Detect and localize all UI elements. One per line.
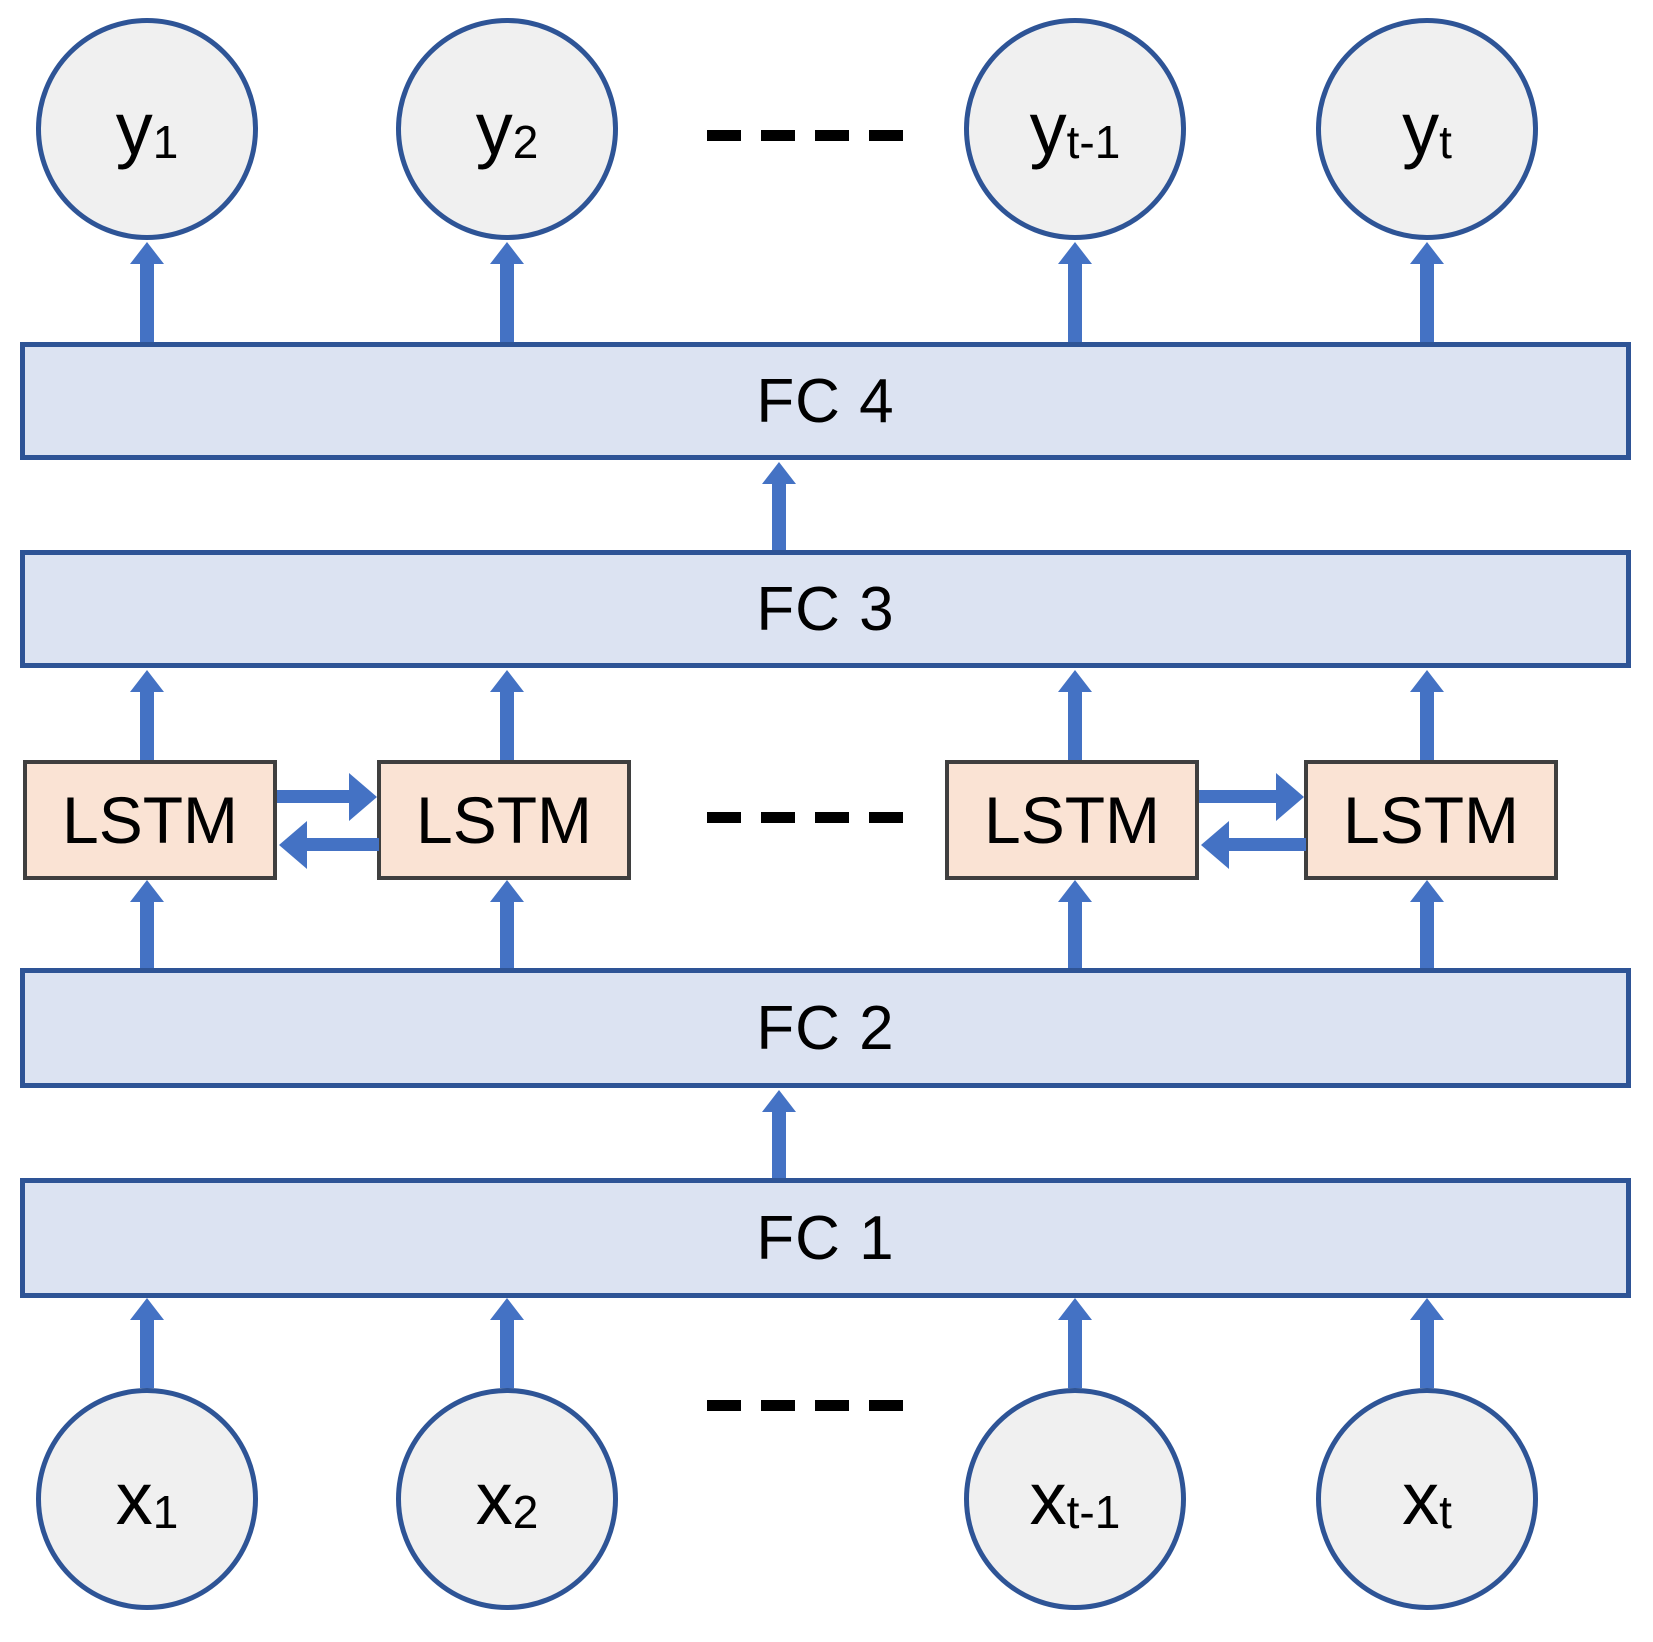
node-subscript: 1 — [152, 1486, 179, 1538]
arrow-lstm2-to-lstm1 — [305, 838, 379, 851]
node-base: y — [1029, 87, 1067, 170]
arrow-fc2-to-lstm4 — [1420, 900, 1434, 968]
node-subscript: 2 — [512, 116, 539, 168]
arrow-xt-to-fc1 — [1420, 1318, 1434, 1388]
arrow-x2-to-fc1 — [500, 1318, 514, 1388]
node-base: x — [1402, 1457, 1440, 1540]
input-row-ellipsis — [707, 1400, 903, 1411]
node-subscript: t-1 — [1066, 116, 1121, 168]
node-subscript: 2 — [512, 1486, 539, 1538]
lstm-cell-3-label: LSTM — [983, 783, 1161, 857]
dash-mark — [815, 812, 849, 823]
arrow-lstm4-to-lstm3 — [1227, 838, 1306, 851]
arrow-fc1-to-fc2 — [772, 1110, 786, 1178]
lstm-cell-4-label: LSTM — [1342, 783, 1520, 857]
dash-mark — [761, 1400, 795, 1411]
dash-mark — [815, 130, 849, 141]
lstm-row-ellipsis — [707, 812, 903, 823]
node-subscript: t — [1439, 1486, 1452, 1538]
dash-mark — [761, 130, 795, 141]
arrow-fc2-to-lstm1 — [140, 900, 154, 968]
fc-layer-fc1-label: FC 1 — [756, 1203, 895, 1273]
fc-layer-fc4[interactable]: FC 4 — [20, 342, 1631, 460]
arrow-fc3-to-fc4 — [772, 482, 786, 550]
lstm-cell-4[interactable]: LSTM — [1304, 760, 1558, 880]
node-base: x — [475, 1457, 513, 1540]
node-base: x — [1029, 1457, 1067, 1540]
fc-layer-fc2[interactable]: FC 2 — [20, 968, 1631, 1088]
lstm-cell-3[interactable]: LSTM — [945, 760, 1199, 880]
fc-layer-fc3-label: FC 3 — [756, 574, 895, 644]
dash-mark — [869, 1400, 903, 1411]
dash-mark — [869, 812, 903, 823]
arrow-fc2-to-lstm2 — [500, 900, 514, 968]
node-subscript: t — [1439, 116, 1452, 168]
arrow-lstm2-to-fc3 — [500, 690, 514, 760]
arrow-fc2-to-lstm3 — [1068, 900, 1082, 968]
node-subscript: 1 — [152, 116, 179, 168]
dash-mark — [707, 1400, 741, 1411]
arrow-x1-to-fc1 — [140, 1318, 154, 1388]
arrow-lstm1-to-fc3 — [140, 690, 154, 760]
arrow-lstm3-to-lstm4 — [1199, 790, 1278, 803]
arrow-fc4-to-yt — [1420, 262, 1434, 342]
node-base: y — [115, 87, 153, 170]
fc-layer-fc2-label: FC 2 — [756, 993, 895, 1063]
fc-layer-fc4-label: FC 4 — [756, 366, 895, 436]
fc-layer-fc3[interactable]: FC 3 — [20, 550, 1631, 668]
node-base: x — [115, 1457, 153, 1540]
dash-mark — [707, 130, 741, 141]
node-base: y — [1402, 87, 1440, 170]
arrow-lstm1-to-lstm2 — [277, 790, 351, 803]
arrow-lstm4-to-fc3 — [1420, 690, 1434, 760]
lstm-cell-2[interactable]: LSTM — [377, 760, 631, 880]
arrow-xt-1-to-fc1 — [1068, 1318, 1082, 1388]
dash-mark — [869, 130, 903, 141]
lstm-cell-1-label: LSTM — [61, 783, 239, 857]
lstm-cell-1[interactable]: LSTM — [23, 760, 277, 880]
dash-mark — [761, 812, 795, 823]
arrow-fc4-to-y2 — [500, 262, 514, 342]
dash-mark — [707, 812, 741, 823]
node-subscript: t-1 — [1066, 1486, 1121, 1538]
arrow-lstm3-to-fc3 — [1068, 690, 1082, 760]
node-base: y — [475, 87, 513, 170]
arrow-fc4-to-y1 — [140, 262, 154, 342]
lstm-cell-2-label: LSTM — [415, 783, 593, 857]
dash-mark — [815, 1400, 849, 1411]
arrow-fc4-to-yt-1 — [1068, 262, 1082, 342]
fc-layer-fc1[interactable]: FC 1 — [20, 1178, 1631, 1298]
output-row-ellipsis — [707, 130, 903, 141]
